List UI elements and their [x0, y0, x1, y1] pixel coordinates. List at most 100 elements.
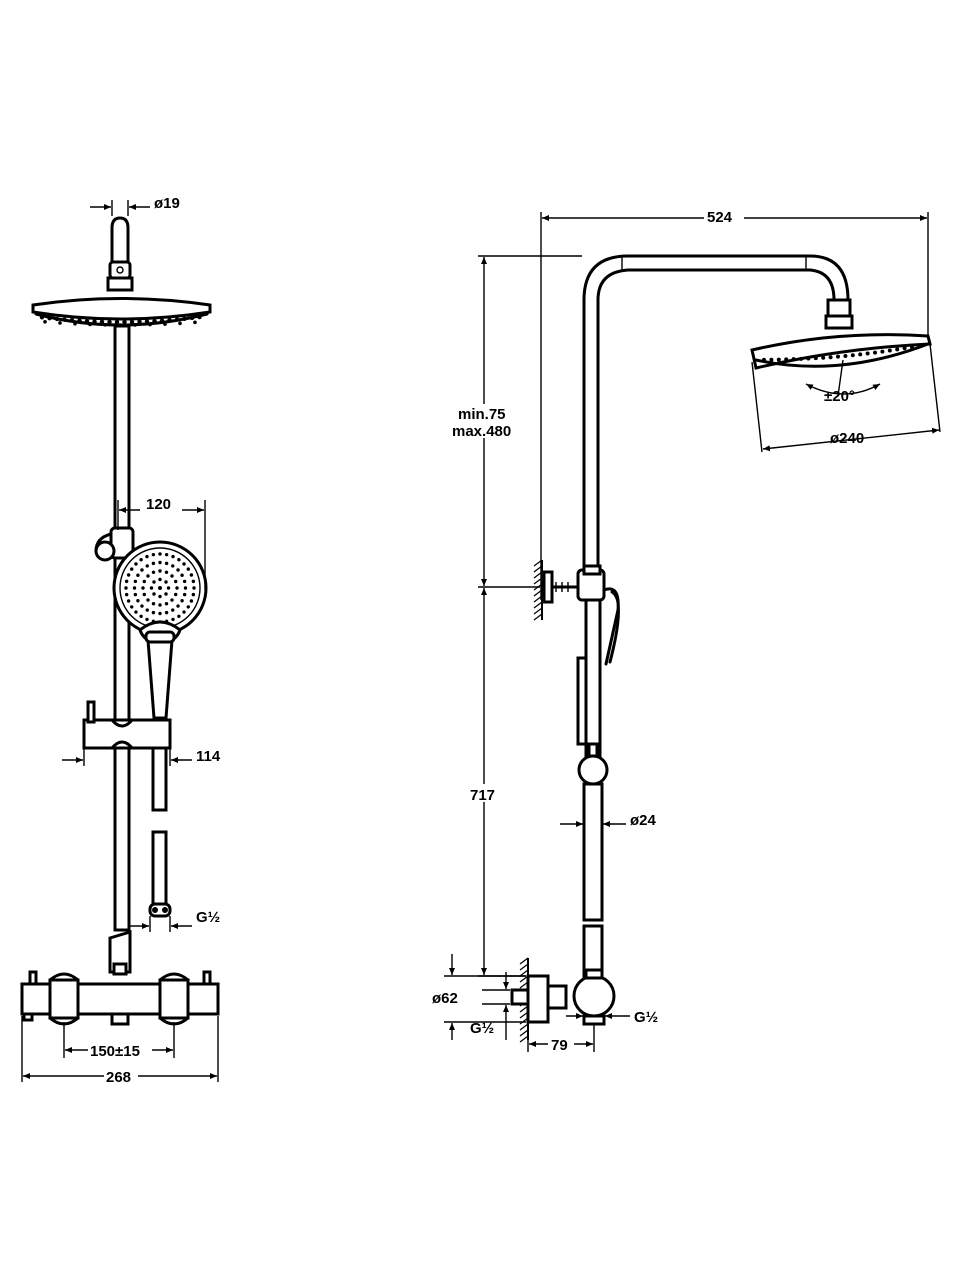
nozzle-dot	[762, 357, 766, 362]
nozzle-dot	[858, 352, 863, 357]
nozzle-dot	[126, 573, 131, 577]
nozzle-dot	[189, 573, 194, 577]
nozzle-dot	[146, 574, 150, 578]
nozzle-dot	[175, 586, 179, 590]
nozzle-dot	[164, 552, 169, 557]
front-view: ø19 120 114 G½ 150±15	[20, 195, 221, 1086]
side-head-shower	[750, 333, 932, 370]
nozzle-dot	[130, 567, 134, 571]
nozzle-dot	[158, 552, 162, 556]
nozzle-dot	[99, 319, 105, 324]
nozzle-dot	[126, 599, 131, 603]
nozzle-dot	[151, 552, 156, 557]
nozzle-dot	[145, 554, 149, 559]
dim-slider-width: 114	[196, 748, 221, 765]
nozzle-dot	[158, 603, 162, 607]
front-shower-arm	[106, 216, 134, 292]
dim-tilt-angle: ±20°	[824, 388, 855, 405]
nozzle-dot	[39, 315, 45, 320]
nozzle-dot	[178, 321, 182, 326]
front-hose	[148, 746, 172, 918]
nozzle-dot	[197, 314, 202, 320]
side-lower-rail	[577, 598, 609, 978]
dim-handshower-width: 120	[146, 496, 171, 513]
side-view: 524 min.75 max.480 717 ±20° ø240	[432, 208, 941, 1054]
nozzle-dot	[192, 586, 196, 590]
nozzle-dot	[142, 579, 146, 584]
nozzle-dot	[191, 592, 196, 597]
dim-height-min: min.75	[458, 406, 506, 423]
nozzle-dot	[107, 319, 112, 325]
nozzle-dot	[917, 343, 922, 348]
nozzle-dot	[193, 320, 197, 325]
nozzle-dot	[141, 586, 145, 590]
wall-hatch	[519, 1035, 529, 1043]
dim-rail-length: 717	[470, 787, 495, 804]
nozzle-dot	[92, 319, 97, 324]
dim-outlet-thread: G½	[634, 1009, 658, 1026]
nozzle-dot	[73, 322, 77, 326]
front-lower-rail	[108, 929, 132, 976]
wall-hatch	[519, 1029, 529, 1037]
nozzle-dot	[151, 602, 156, 606]
front-rail	[113, 324, 131, 932]
dim-wall-offset: 79	[551, 1037, 568, 1054]
dim-arm-diameter: ø19	[154, 195, 180, 212]
nozzle-dot	[145, 564, 149, 568]
nozzle-dot	[182, 316, 187, 321]
nozzle-dot	[158, 560, 162, 565]
nozzle-dot	[186, 605, 190, 609]
wall-hatch	[533, 601, 543, 609]
nozzle-dot	[843, 353, 848, 358]
nozzle-dot	[180, 599, 184, 603]
dim-rail-diameter: ø24	[630, 812, 657, 829]
nozzle-dot	[776, 357, 781, 362]
nozzle-dot	[158, 594, 162, 599]
nozzle-dot	[137, 319, 142, 324]
nozzle-dot	[145, 608, 149, 612]
nozzle-dot	[164, 561, 169, 566]
nozzle-dot	[145, 617, 149, 622]
nozzle-dot	[124, 586, 128, 590]
nozzle-dot	[806, 356, 811, 361]
nozzle-dot	[902, 346, 907, 351]
nozzle-dot	[134, 610, 138, 614]
nozzle-dot	[170, 598, 174, 602]
nozzle-dot	[140, 604, 144, 608]
nozzle-dot	[88, 322, 92, 327]
wall-hatch	[533, 607, 543, 615]
front-head-shower	[31, 297, 212, 327]
nozzle-dot	[152, 318, 157, 324]
nozzle-dot	[103, 323, 107, 327]
front-thermostat-valve	[20, 970, 220, 1026]
nozzle-dot	[158, 611, 162, 616]
nozzle-dot	[43, 320, 47, 324]
nozzle-dot	[133, 592, 138, 597]
nozzle-dot	[171, 617, 175, 622]
nozzle-dot	[791, 357, 796, 362]
dim-wall-thread: G½	[470, 1020, 494, 1037]
nozzle-dot	[151, 561, 156, 566]
nozzle-dot	[174, 592, 178, 597]
nozzle-dot	[880, 349, 885, 354]
nozzle-dot	[77, 318, 82, 323]
nozzle-dot	[152, 592, 156, 596]
nozzle-dot	[182, 610, 186, 614]
nozzle-dot	[784, 357, 789, 362]
nozzle-dot	[182, 579, 187, 584]
nozzle-dot	[164, 570, 169, 574]
nozzle-dot	[58, 321, 62, 325]
nozzle-dot	[133, 323, 137, 327]
nozzle-dot	[182, 592, 187, 597]
side-overhead-arm	[582, 254, 854, 570]
nozzle-dot	[189, 599, 194, 603]
nozzle-dot	[133, 579, 138, 584]
front-handshower-holder	[94, 526, 135, 562]
nozzle-dot	[139, 558, 143, 562]
nozzle-dot	[177, 614, 181, 618]
nozzle-dot	[174, 317, 180, 322]
nozzle-dot	[129, 319, 135, 325]
dim-arm-reach: 524	[707, 209, 733, 226]
nozzle-dot	[910, 345, 914, 350]
